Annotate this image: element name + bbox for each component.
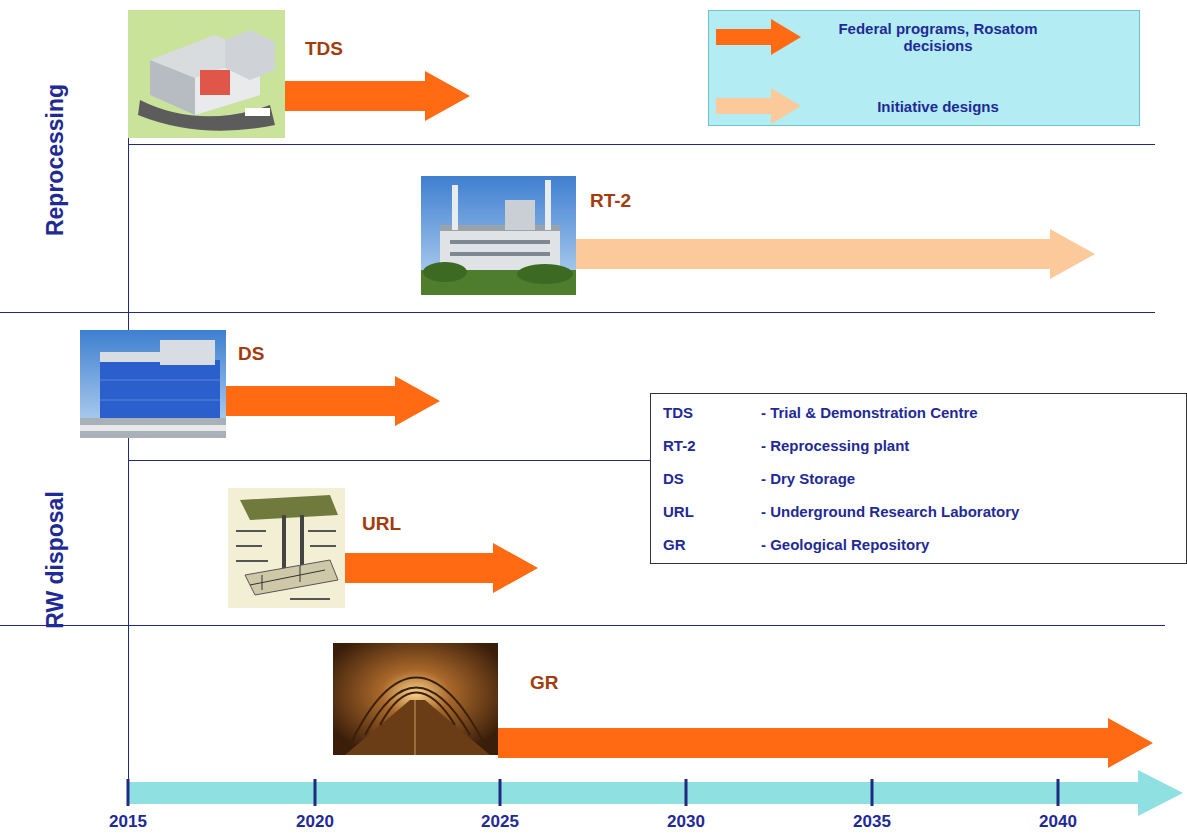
item-label: GR (530, 672, 559, 694)
row-title: RW disposal (42, 491, 69, 629)
time-axis (128, 770, 1183, 816)
year-label: 2030 (667, 812, 705, 832)
abbreviation: RT-2 (663, 437, 761, 454)
legend-swatch (716, 17, 801, 57)
definition: - Dry Storage (761, 470, 1174, 487)
abbreviation: TDS (663, 404, 761, 421)
item-label: TDS (305, 38, 343, 60)
row-title: Reprocessing (42, 84, 69, 236)
legend-item: Initiative designs (716, 86, 1063, 126)
item-label: RT-2 (590, 190, 631, 212)
abbreviation: GR (663, 536, 761, 553)
item-label: DS (238, 343, 264, 365)
gr-picture (333, 643, 498, 755)
tds-picture (128, 10, 285, 138)
item-label: URL (362, 513, 401, 535)
legend-text: Initiative designs (813, 98, 1063, 115)
year-label: 2040 (1039, 812, 1077, 832)
abbreviation-table: TDS- Trial & Demonstration CentreRT-2- R… (650, 393, 1187, 564)
year-label: 2025 (481, 812, 519, 832)
year-label: 2035 (853, 812, 891, 832)
abbreviation: URL (663, 503, 761, 520)
legend-text: Federal programs, Rosatom decisions (813, 20, 1063, 54)
legend-swatch (716, 86, 801, 126)
abbreviation: DS (663, 470, 761, 487)
year-label: 2015 (109, 812, 147, 832)
year-label: 2020 (296, 812, 334, 832)
url-picture (228, 488, 345, 608)
legend-item: Federal programs, Rosatom decisions (716, 17, 1063, 57)
rt2-picture (421, 176, 576, 295)
ds-picture (80, 330, 226, 438)
definition: - Trial & Demonstration Centre (761, 404, 1174, 421)
definition: - Geological Repository (761, 536, 1174, 553)
definition: - Underground Research Laboratory (761, 503, 1174, 520)
definition: - Reprocessing plant (761, 437, 1174, 454)
